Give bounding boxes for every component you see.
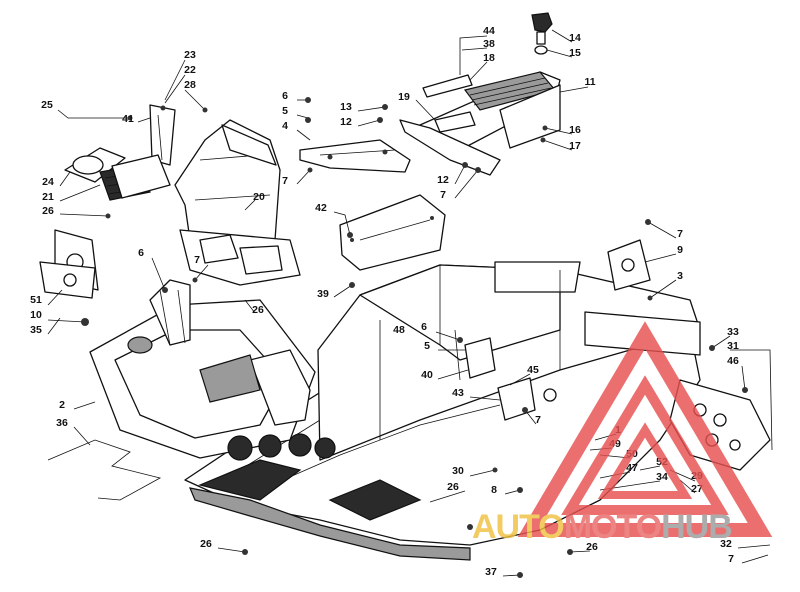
callout-26: 26 — [447, 481, 459, 493]
watermark: AUTOMOTOHUB — [472, 321, 773, 546]
watermark-hub-text: HUB — [661, 508, 732, 546]
watermark-triangle-logo — [517, 321, 773, 537]
dash-panel-part-11 — [399, 71, 561, 176]
callout-41: 41 — [122, 113, 134, 125]
callout-35: 35 — [30, 324, 42, 336]
callout-7: 7 — [677, 228, 683, 240]
callout-5: 5 — [424, 340, 430, 352]
reflector-part-9 — [607, 239, 651, 291]
callout-44: 44 — [483, 25, 495, 37]
callout-26: 26 — [252, 304, 264, 316]
callout-20: 20 — [253, 191, 265, 203]
svg-text:AUTOMOTOHUB: AUTOMOTOHUB — [472, 508, 732, 546]
callout-51: 51 — [30, 294, 42, 306]
callout-46: 46 — [727, 355, 739, 367]
mount-plate-part-51 — [39, 229, 99, 299]
callout-34: 34 — [656, 471, 668, 483]
watermark-auto-text: AUTO — [472, 508, 564, 546]
callout-6: 6 — [138, 247, 144, 259]
callout-24: 24 — [42, 176, 54, 188]
callout-37: 37 — [485, 566, 497, 578]
callout-3: 3 — [677, 270, 683, 282]
center-cover-part-42 — [339, 194, 446, 271]
callout-8: 8 — [491, 484, 497, 496]
callout-5: 5 — [282, 105, 288, 117]
callout-7: 7 — [728, 553, 734, 565]
callout-27: 27 — [691, 483, 703, 495]
side-bracket-part-22 — [149, 104, 176, 166]
callout-4: 4 — [282, 120, 288, 132]
callout-25: 25 — [41, 99, 53, 111]
callout-32: 32 — [720, 538, 732, 550]
callout-45: 45 — [527, 364, 539, 376]
callout-38: 38 — [483, 38, 495, 50]
callout-9: 9 — [677, 244, 683, 256]
callout-30: 30 — [452, 465, 464, 477]
nose-cover-part-20 — [174, 119, 301, 286]
callout-11: 11 — [584, 76, 595, 88]
callout-47: 47 — [626, 462, 638, 474]
callout-26: 26 — [586, 541, 598, 553]
callout-40: 40 — [421, 369, 433, 381]
callout-17: 17 — [569, 140, 581, 152]
callout-43: 43 — [452, 387, 464, 399]
callout-7: 7 — [535, 414, 541, 426]
callout-6: 6 — [421, 321, 427, 333]
callout-39: 39 — [317, 288, 329, 300]
callout-13: 13 — [340, 101, 352, 113]
callout-2: 2 — [59, 399, 65, 411]
callout-7: 7 — [440, 189, 446, 201]
callout-23: 23 — [184, 49, 196, 61]
callout-10: 10 — [30, 309, 42, 321]
watermark-moto-text: MOTO — [564, 508, 662, 546]
air-intake-part-24 — [64, 147, 171, 201]
knob-part-14 — [531, 12, 553, 55]
callout-22: 22 — [184, 64, 196, 76]
callout-36: 36 — [56, 417, 68, 429]
callout-labels: 2322282541242126206547131244381819141511… — [30, 25, 739, 578]
callout-7: 7 — [194, 254, 200, 266]
callout-6: 6 — [282, 90, 288, 102]
callout-12: 12 — [340, 116, 352, 128]
callout-12: 12 — [437, 174, 449, 186]
callout-26: 26 — [200, 538, 212, 550]
callout-42: 42 — [315, 202, 327, 214]
callout-14: 14 — [569, 32, 581, 44]
callout-26: 26 — [42, 205, 54, 217]
callout-16: 16 — [569, 124, 581, 136]
callout-7: 7 — [282, 175, 288, 187]
tunnel-section — [317, 261, 701, 461]
callout-33: 33 — [727, 326, 739, 338]
callout-31: 31 — [727, 340, 739, 352]
mat-part-36 — [47, 439, 162, 501]
callout-28: 28 — [184, 79, 196, 91]
callout-18: 18 — [483, 52, 495, 64]
callout-15: 15 — [569, 47, 581, 59]
front-bumper-assembly — [89, 279, 336, 461]
callout-21: 21 — [42, 191, 54, 203]
upper-bracket-part-4 — [299, 139, 411, 173]
callout-19: 19 — [398, 91, 410, 103]
callout-48: 48 — [393, 324, 405, 336]
